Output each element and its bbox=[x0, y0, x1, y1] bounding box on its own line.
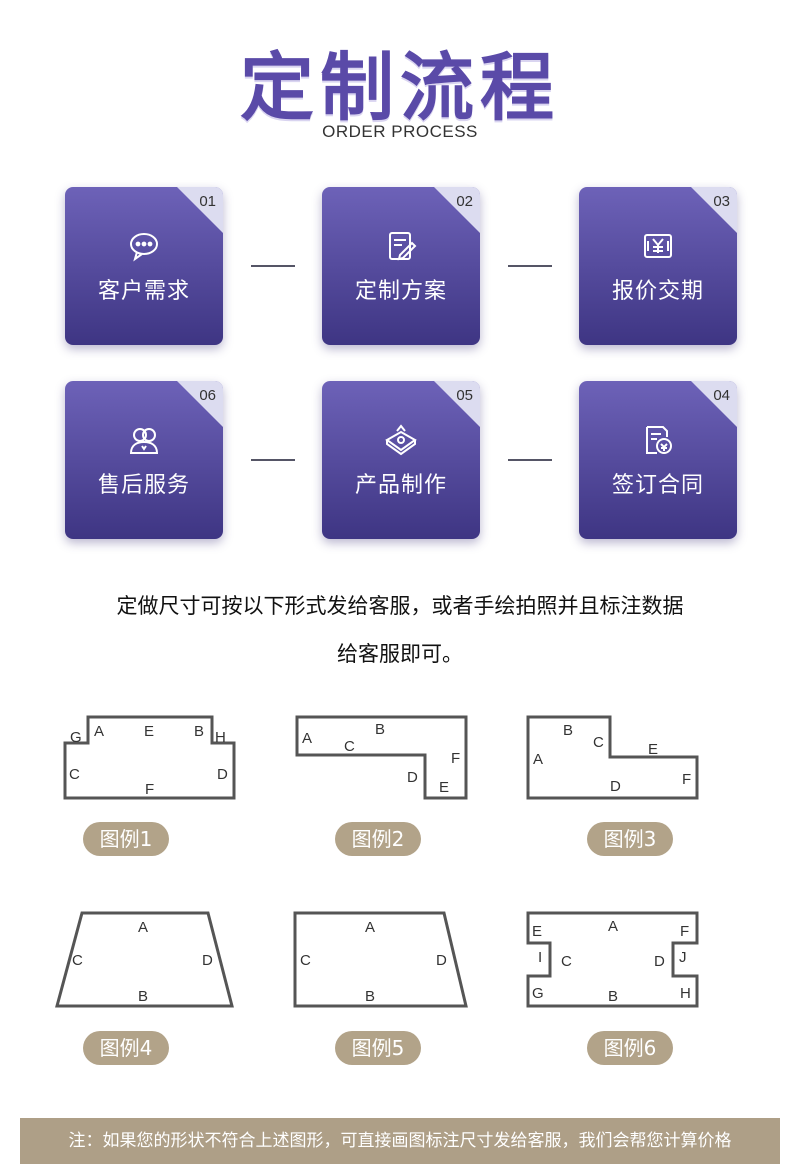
shape-letter: C bbox=[300, 952, 311, 969]
shape-letter: D bbox=[654, 953, 665, 970]
shape-letter: B bbox=[563, 722, 573, 739]
shape-letter: E bbox=[532, 923, 542, 940]
example-shape-4: A C D B bbox=[55, 911, 234, 1008]
shape-letter: G bbox=[532, 985, 544, 1002]
shape-letter: H bbox=[680, 985, 691, 1002]
step-number: 06 bbox=[199, 387, 216, 404]
example-label-5: 图例5 bbox=[335, 1031, 421, 1065]
example-shape-1: G A E B H C D F bbox=[63, 715, 236, 800]
step-connector bbox=[251, 265, 295, 267]
shape-letter: F bbox=[680, 923, 689, 940]
shape-letter: F bbox=[145, 781, 154, 798]
step-label: 报价交期 bbox=[611, 279, 704, 304]
step-number: 01 bbox=[199, 193, 216, 210]
step-connector bbox=[251, 459, 295, 461]
step-label: 定制方案 bbox=[354, 279, 447, 304]
chat-bubble-icon bbox=[65, 229, 223, 267]
shape-letter: E bbox=[144, 723, 154, 740]
example-label-4: 图例4 bbox=[83, 1031, 169, 1065]
example-shape-6: E A F I C D J G B H bbox=[526, 911, 699, 1008]
step-label: 售后服务 bbox=[97, 473, 190, 498]
step-number: 04 bbox=[713, 387, 730, 404]
shape-letter: G bbox=[70, 729, 82, 746]
box-gear-icon bbox=[322, 423, 480, 461]
step-card-06: 06 售后服务 bbox=[65, 381, 223, 539]
contract-icon bbox=[579, 423, 737, 461]
step-card-02: 02 定制方案 bbox=[322, 187, 480, 345]
shape-letter: I bbox=[538, 949, 542, 966]
shape-letter: B bbox=[608, 988, 618, 1005]
example-label-3: 图例3 bbox=[587, 822, 673, 856]
step-label: 产品制作 bbox=[354, 473, 447, 498]
page-title: 定制流程 bbox=[240, 45, 560, 131]
shape-letter: C bbox=[561, 953, 572, 970]
shape-letter: F bbox=[451, 750, 460, 767]
shape-letter: A bbox=[94, 723, 104, 740]
instruction-line-2: 给客服即可。 bbox=[337, 642, 463, 666]
shape-letter: D bbox=[202, 952, 213, 969]
step-label: 签订合同 bbox=[611, 473, 704, 498]
shape-letter: B bbox=[375, 721, 385, 738]
example-label-6: 图例6 bbox=[587, 1031, 673, 1065]
shape-letter: C bbox=[72, 952, 83, 969]
step-number: 05 bbox=[456, 387, 473, 404]
shape-letter: C bbox=[344, 738, 355, 755]
step-card-04: 04 签订合同 bbox=[579, 381, 737, 539]
page-subtitle: ORDER PROCESS bbox=[322, 122, 478, 141]
example-shape-2: A B C F D E bbox=[295, 715, 468, 800]
step-connector bbox=[508, 265, 552, 267]
example-label-1: 图例1 bbox=[83, 822, 169, 856]
note-banner: 注：如果您的形状不符合上述图形，可直接画图标注尺寸发给客服，我们会帮您计算价格 bbox=[20, 1118, 780, 1164]
customer-service-icon bbox=[65, 423, 223, 461]
shape-letter: B bbox=[138, 988, 148, 1005]
instruction-line-1: 定做尺寸可按以下形式发给客服，或者手绘拍照并且标注数据 bbox=[116, 594, 684, 618]
step-label: 客户需求 bbox=[97, 279, 190, 304]
step-card-05: 05 产品制作 bbox=[322, 381, 480, 539]
shape-letter: D bbox=[407, 769, 418, 786]
shape-letter: F bbox=[682, 771, 691, 788]
step-number: 02 bbox=[456, 193, 473, 210]
shape-letter: A bbox=[302, 730, 312, 747]
shape-letter: A bbox=[533, 751, 543, 768]
shape-letter: B bbox=[365, 988, 375, 1005]
shape-letter: E bbox=[648, 741, 658, 758]
invoice-yen-icon bbox=[579, 229, 737, 267]
shape-letter: D bbox=[217, 766, 228, 783]
step-connector bbox=[508, 459, 552, 461]
shape-letter: H bbox=[215, 729, 226, 746]
example-shape-3: B C E A F D bbox=[526, 715, 699, 800]
shape-letter: A bbox=[608, 918, 618, 935]
step-card-03: 03 报价交期 bbox=[579, 187, 737, 345]
shape-letter: E bbox=[439, 779, 449, 796]
shape-letter: C bbox=[69, 766, 80, 783]
shape-letter: A bbox=[138, 919, 148, 936]
shape-letter: C bbox=[593, 734, 604, 751]
shape-letter: D bbox=[610, 778, 621, 795]
shape-letter: D bbox=[436, 952, 447, 969]
document-edit-icon bbox=[322, 229, 480, 267]
shape-letter: A bbox=[365, 919, 375, 936]
step-card-01: 01 客户需求 bbox=[65, 187, 223, 345]
example-label-2: 图例2 bbox=[335, 822, 421, 856]
shape-letter: B bbox=[194, 723, 204, 740]
shape-letter: J bbox=[679, 949, 687, 966]
example-shape-5: A C D B bbox=[293, 911, 468, 1008]
step-number: 03 bbox=[713, 193, 730, 210]
